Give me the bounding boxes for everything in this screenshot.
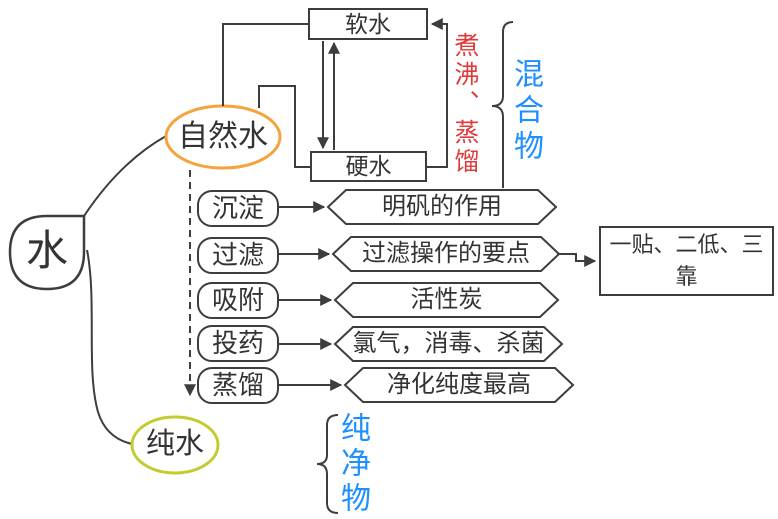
mixture-label: 混合物: [509, 57, 542, 166]
hard-water-label: 硬水: [345, 153, 392, 180]
natural-water-label: 自然水: [178, 119, 268, 153]
mixture-brace: [491, 21, 514, 188]
detail-label-mingfan: 明矾的作用: [382, 193, 502, 221]
arrow-boil-distill-loop: [426, 18, 448, 168]
connector-natural-to-hard: [258, 85, 311, 168]
branch-curve-pure-water: [86, 249, 133, 445]
detail-label-jinghua: 净化纯度最高: [387, 371, 531, 399]
method-label-chendian: 沉淀: [211, 192, 264, 223]
pure-water-node-shape: [130, 415, 220, 475]
soft-water-label: 软水: [345, 10, 391, 37]
detail-hexagon-huoxingtan: [333, 282, 560, 318]
method-label-guolv: 过滤: [211, 239, 264, 270]
pure-water-label: 纯水: [145, 428, 204, 461]
filtration-note-box: [599, 226, 774, 296]
method-box-touyao: [197, 325, 279, 362]
detail-hexagon-jinghua: [343, 367, 575, 403]
method-label-touyao: 投药: [211, 327, 264, 358]
branch-curve-natural-water: [83, 135, 167, 217]
root-node-label: 水: [25, 226, 68, 274]
method-box-zhengliu: [197, 367, 279, 404]
boil-distill-label: 煮沸、蒸馏: [451, 32, 479, 177]
method-box-guolv: [197, 237, 279, 274]
method-label-zhengliu: 蒸馏: [211, 369, 264, 400]
detail-label-guolv-yaodian: 过滤操作的要点: [362, 240, 530, 268]
detail-label-lvqi: 氯气，消毒、杀菌: [352, 330, 545, 358]
root-node-shape: [8, 214, 86, 291]
method-label-xifu: 吸附: [211, 284, 264, 315]
detail-label-huoxingtan: 活性炭: [410, 286, 483, 314]
arrow-to-filtration-note: [557, 253, 597, 267]
detail-hexagon-mingfan: [326, 189, 558, 225]
pure-substance-brace: [316, 414, 339, 514]
filtration-note-label: 一贴、二低、三靠: [609, 232, 764, 289]
method-box-xifu: [197, 282, 279, 319]
connector-natural-to-soft: [222, 23, 309, 106]
method-box-chendian: [197, 190, 279, 227]
detail-hexagon-lvqi: [333, 326, 564, 362]
pure-substance-label: 纯净物: [336, 411, 369, 517]
